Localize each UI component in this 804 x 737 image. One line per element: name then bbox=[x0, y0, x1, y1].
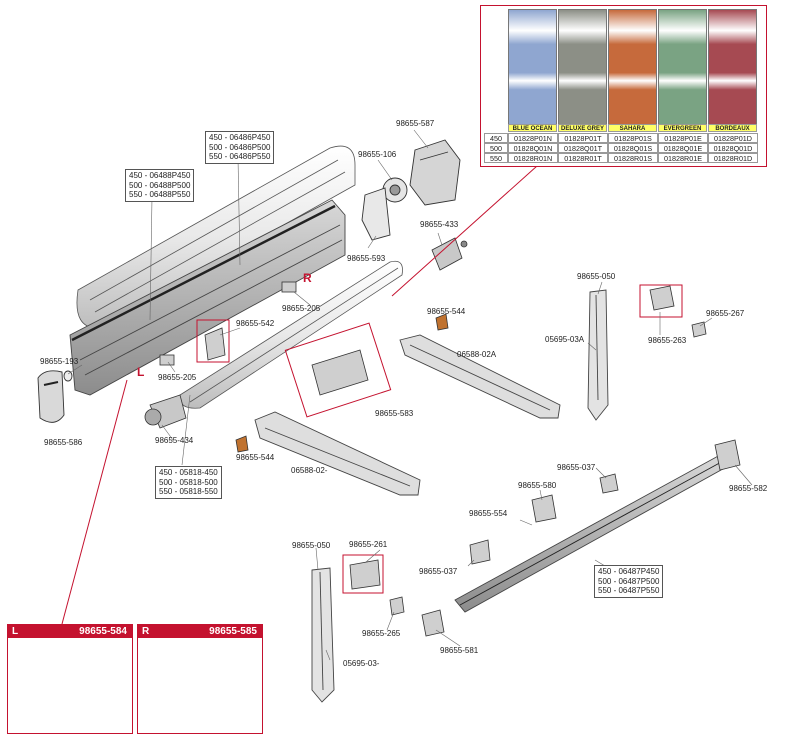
part-98655-583: 98655-583 bbox=[375, 409, 414, 418]
part-98655-193: 98655-193 bbox=[40, 357, 79, 366]
lower-tube-550: 550 - 05818-550 bbox=[159, 487, 218, 496]
leader-lines bbox=[67, 129, 753, 661]
kit-right-header: R 98655-585 bbox=[138, 625, 262, 638]
kit-right: R 98655-585 bbox=[137, 624, 263, 734]
part-98655-542: 98655-542 bbox=[236, 319, 275, 328]
leg-05695-03-: 05695-03- bbox=[343, 659, 380, 668]
roller-tube-box: 450 - 06488P450 500 - 06488P500 550 - 06… bbox=[125, 169, 195, 202]
part-98655-544-bottom: 98655-544 bbox=[236, 453, 275, 462]
code-cell: 01828Q01E bbox=[658, 143, 708, 153]
part-98655-554: 98655-554 bbox=[469, 509, 508, 518]
front-bar-box: 450 - 06487P450 500 - 06487P500 550 - 06… bbox=[594, 565, 664, 598]
part-98655-593: 98655-593 bbox=[347, 254, 386, 263]
arm-06588-02A: 06588-02A bbox=[457, 350, 497, 359]
part-98655-205-bottom: 98655-205 bbox=[158, 373, 197, 382]
size-cell: 500 bbox=[484, 143, 508, 153]
arm-upper bbox=[399, 334, 561, 419]
code-cell: 01828Q01S bbox=[608, 143, 658, 153]
part-98655-106: 98655-106 bbox=[358, 150, 397, 159]
small-parts bbox=[159, 281, 741, 637]
right-end-mechanism bbox=[361, 139, 461, 241]
front-bar-550: 550 - 06487P550 bbox=[598, 586, 660, 595]
part-98655-050-top: 98655-050 bbox=[577, 272, 616, 281]
part-98655-581: 98655-581 bbox=[440, 646, 479, 655]
left-side-mark: L bbox=[137, 365, 145, 379]
leg-05695-03A: 05695-03A bbox=[545, 335, 585, 344]
part-98655-037-top: 98655-037 bbox=[557, 463, 596, 472]
code-cell: 01828R01T bbox=[558, 153, 608, 163]
kit-left-code: 98655-584 bbox=[79, 626, 127, 637]
front-bar-450: 450 - 06487P450 bbox=[598, 567, 660, 576]
part-98655-267: 98655-267 bbox=[706, 309, 745, 318]
left-end-cap bbox=[37, 370, 73, 423]
part-98655-582: 98655-582 bbox=[729, 484, 768, 493]
code-cell: 01828P01T bbox=[558, 133, 608, 143]
code-cell: 01828R01N bbox=[508, 153, 558, 163]
code-cell: 01828Q01N bbox=[508, 143, 558, 153]
roller-tube-550: 550 - 06488P550 bbox=[129, 190, 191, 199]
part-98655-263: 98655-263 bbox=[648, 336, 687, 345]
swatch-name: SAHARA bbox=[608, 124, 657, 132]
part-98655-544-top: 98655-544 bbox=[427, 307, 466, 316]
part-98655-586: 98655-586 bbox=[44, 438, 83, 447]
front-bar-500: 500 - 06487P500 bbox=[598, 576, 660, 586]
size-cell: 450 bbox=[484, 133, 508, 143]
code-cell: 01828R01S bbox=[608, 153, 658, 163]
lower-tube-450: 450 - 05818-450 bbox=[159, 468, 218, 477]
swatch-name: EVERGREEN bbox=[658, 124, 707, 132]
right-side-mark: R bbox=[303, 271, 312, 285]
size-cell: 550 bbox=[484, 153, 508, 163]
kit-left: L 98655-584 bbox=[7, 624, 133, 734]
kit-left-header: L 98655-584 bbox=[8, 625, 132, 638]
swatch-deluxe-grey bbox=[558, 9, 607, 125]
part-98655-205-top: 98655-205 bbox=[282, 304, 321, 313]
kit-right-code: 98655-585 bbox=[209, 626, 257, 637]
code-cell: 01828R01E bbox=[658, 153, 708, 163]
cassette-body bbox=[69, 199, 346, 396]
swatch-sahara bbox=[608, 9, 657, 125]
swatch-evergreen bbox=[658, 9, 707, 125]
swatch-blue-ocean bbox=[508, 9, 557, 125]
lower-tube-500: 500 - 05818-500 bbox=[159, 477, 218, 487]
front-bar bbox=[454, 454, 731, 613]
top-profile-550: 550 - 06486P550 bbox=[209, 152, 271, 161]
arm-lower bbox=[254, 411, 421, 496]
code-cell: 01828P01E bbox=[658, 133, 708, 143]
kit-left-side: L bbox=[12, 626, 19, 637]
callout-frames bbox=[61, 165, 683, 625]
part-98655-037-bottom: 98655-037 bbox=[419, 567, 458, 576]
part-98655-580: 98655-580 bbox=[518, 481, 557, 490]
swatch-name: DELUXE GREY bbox=[558, 124, 607, 132]
code-cell: 01828P01S bbox=[608, 133, 658, 143]
leg-upper bbox=[587, 289, 609, 421]
code-cell: 01828R01D bbox=[708, 153, 758, 163]
swatch-bordeaux bbox=[708, 9, 757, 125]
top-profile-450: 450 - 06486P450 bbox=[209, 133, 271, 142]
leg-lower bbox=[311, 567, 335, 703]
roller-tube-450: 450 - 06488P450 bbox=[129, 171, 191, 180]
part-98655-434: 98655-434 bbox=[155, 436, 194, 445]
code-cell: 01828P01N bbox=[508, 133, 558, 143]
top-profile-500: 500 - 06486P500 bbox=[209, 142, 271, 152]
kit-right-side: R bbox=[142, 626, 150, 637]
part-98655-050-bottom: 98655-050 bbox=[292, 541, 331, 550]
swatch-name: BLUE OCEAN bbox=[508, 124, 557, 132]
code-cell: 01828P01D bbox=[708, 133, 758, 143]
top-cover-profile bbox=[76, 145, 356, 329]
part-98655-587: 98655-587 bbox=[396, 119, 435, 128]
arm-06588-02-: 06588-02- bbox=[291, 466, 328, 475]
part-98655-433: 98655-433 bbox=[420, 220, 459, 229]
part-98655-261: 98655-261 bbox=[349, 540, 388, 549]
roller-tube-500: 500 - 06488P500 bbox=[129, 180, 191, 190]
top-profile-box: 450 - 06486P450 500 - 06486P500 550 - 06… bbox=[205, 131, 275, 164]
part-98655-265: 98655-265 bbox=[362, 629, 401, 638]
lower-tube-box: 450 - 05818-450 500 - 05818-500 550 - 05… bbox=[155, 466, 222, 499]
spring-units bbox=[144, 237, 468, 429]
swatch-name: BORDEAUX bbox=[708, 124, 757, 132]
code-cell: 01828Q01D bbox=[708, 143, 758, 153]
code-cell: 01828Q01T bbox=[558, 143, 608, 153]
